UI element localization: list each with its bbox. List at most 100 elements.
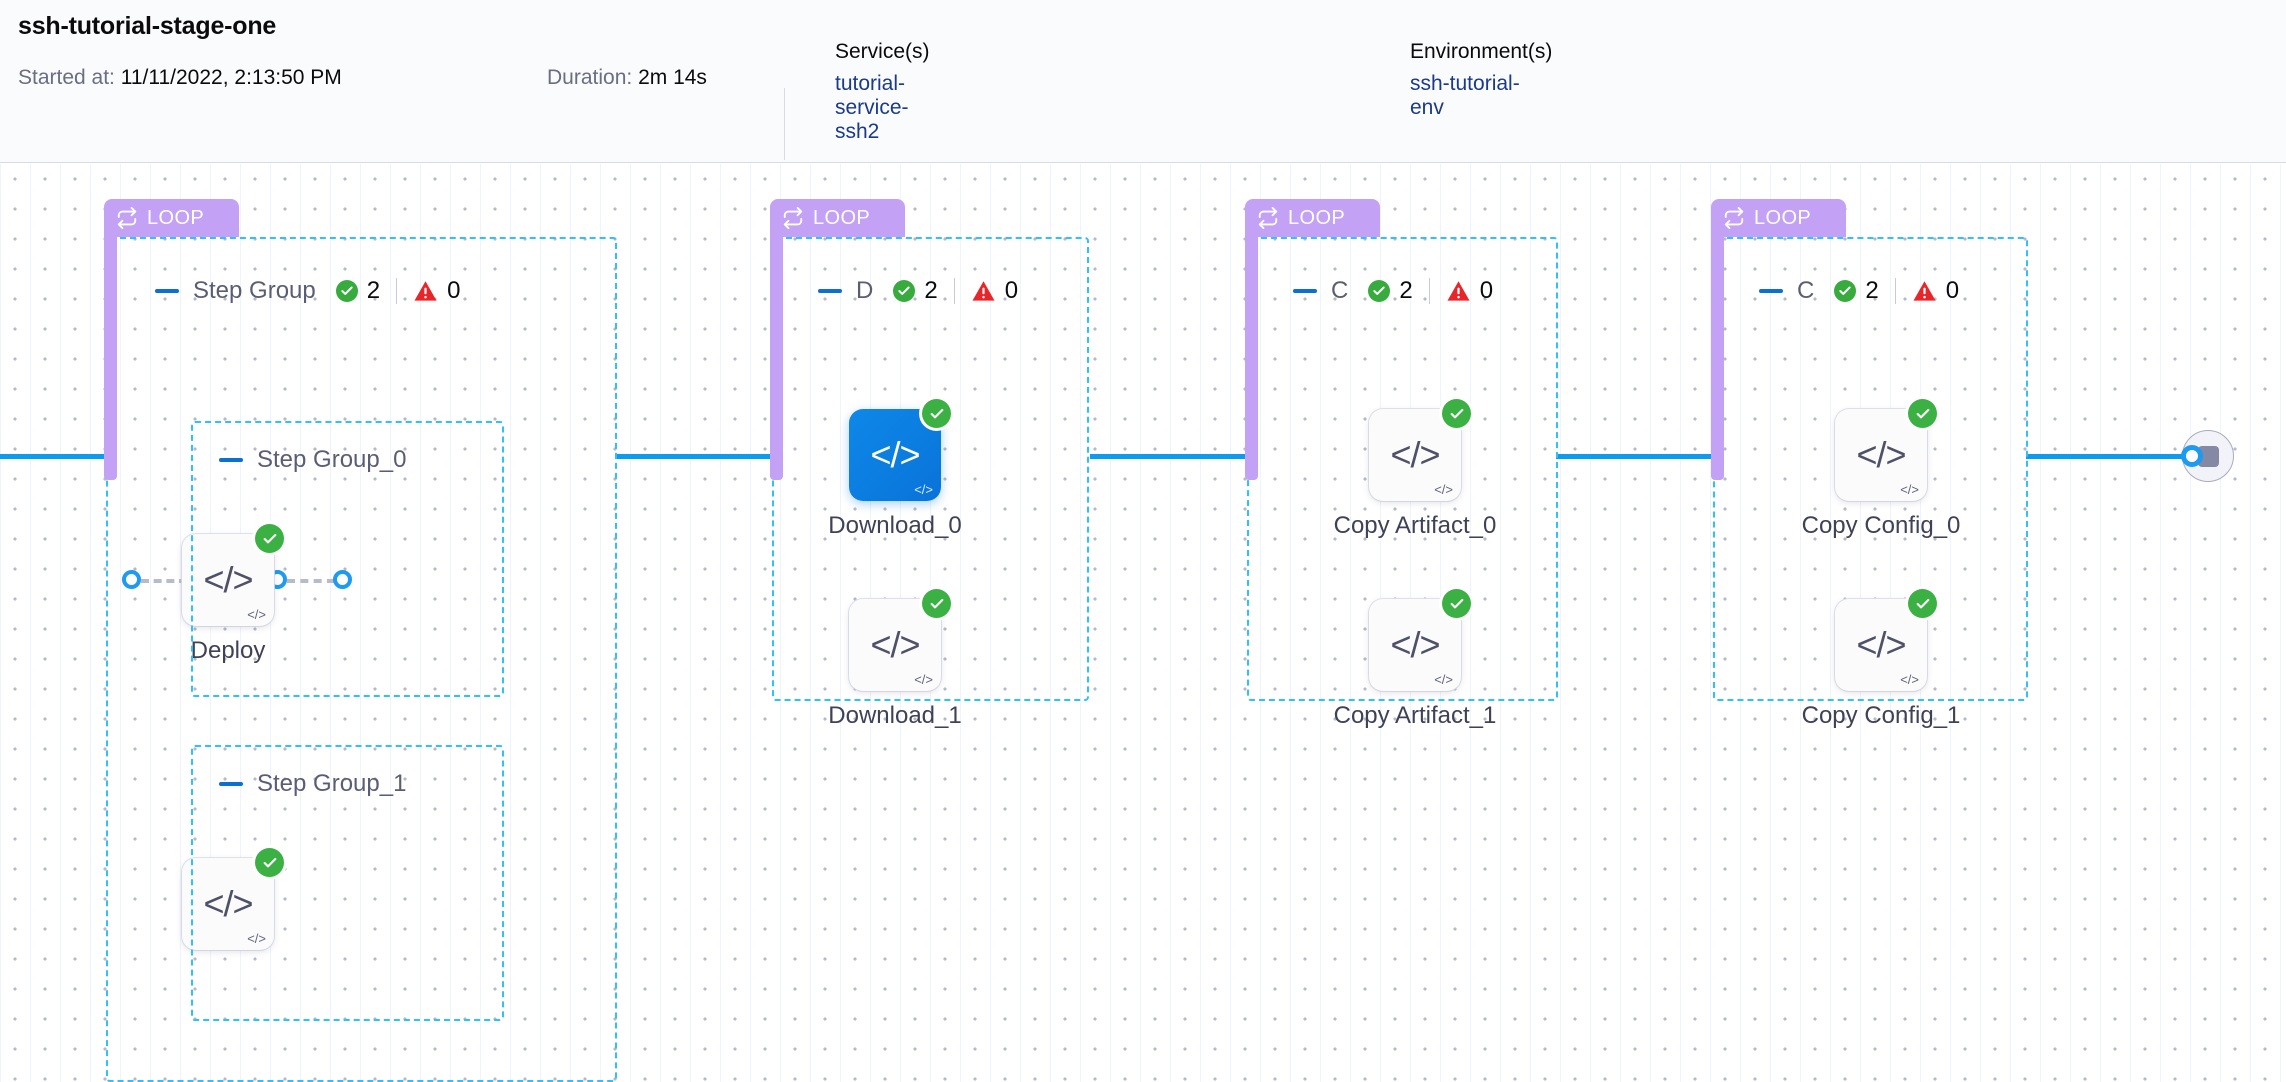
execution-header: ssh-tutorial-stage-one Started at: 11/11… bbox=[0, 0, 2286, 163]
step-node-download-1[interactable]: </> </> Download_1 bbox=[828, 589, 962, 729]
step-node-deploy[interactable]: </> </> Deploy bbox=[182, 524, 284, 664]
group-status: 2 0 bbox=[1368, 277, 1493, 305]
group-title: D bbox=[856, 277, 874, 304]
environments-block: Environment(s) ssh-tutorial-env bbox=[1410, 40, 1552, 120]
loop-badge[interactable]: LOOP bbox=[104, 199, 239, 237]
node-body[interactable]: </> </> bbox=[182, 534, 274, 626]
group-header[interactable]: D 2 0 bbox=[818, 277, 1018, 305]
code-icon: </> bbox=[870, 434, 920, 475]
warning-icon bbox=[1913, 281, 1936, 301]
code-type-icon: </> bbox=[1434, 672, 1453, 687]
collapse-toggle-icon[interactable] bbox=[219, 782, 243, 786]
end-node-port[interactable] bbox=[2181, 445, 2203, 467]
connector-g4-end bbox=[2026, 454, 2192, 459]
loop-icon bbox=[783, 207, 803, 229]
duration-label: Duration: bbox=[547, 66, 633, 89]
code-icon: </> bbox=[203, 559, 253, 600]
group-header[interactable]: C 2 0 bbox=[1759, 277, 1959, 305]
loop-badge[interactable]: LOOP bbox=[1711, 199, 1846, 237]
step-node-copy-config-0[interactable]: </> </> Copy Config_0 bbox=[1802, 399, 1960, 539]
started-at-label: Started at: bbox=[18, 66, 115, 89]
loop-icon bbox=[117, 207, 137, 229]
sub-group-boundary bbox=[191, 745, 504, 1021]
code-icon: </> bbox=[203, 883, 253, 924]
node-body[interactable]: </> </> bbox=[849, 599, 941, 691]
collapse-toggle-icon[interactable] bbox=[155, 289, 179, 293]
loop-icon bbox=[1258, 207, 1278, 229]
status-divider bbox=[396, 278, 398, 304]
group-title: Step Group bbox=[193, 277, 316, 304]
environment-link[interactable]: ssh-tutorial-env bbox=[1410, 72, 1520, 119]
warning-icon bbox=[1447, 281, 1470, 301]
node-body[interactable]: </> </> bbox=[182, 858, 274, 950]
warning-count: 0 bbox=[447, 277, 461, 304]
connector-start bbox=[0, 454, 104, 459]
sub-group-title: Step Group_1 bbox=[257, 770, 407, 797]
sub-group-header[interactable]: Step Group_1 bbox=[219, 770, 406, 798]
group-boundary bbox=[1247, 237, 1558, 701]
warning-count: 0 bbox=[1945, 277, 1960, 304]
port-left-outer[interactable] bbox=[122, 570, 141, 589]
connector-g3-g4 bbox=[1556, 454, 1711, 459]
node-status-success-icon bbox=[255, 524, 284, 553]
node-body[interactable]: </> </> bbox=[1369, 599, 1461, 691]
header-divider bbox=[784, 88, 785, 160]
group-title: C bbox=[1797, 277, 1815, 304]
group-status: 2 0 bbox=[1834, 277, 1959, 305]
step-node-copy-artifact-1[interactable]: </> </> Copy Artifact_1 bbox=[1334, 589, 1496, 729]
group-boundary bbox=[772, 237, 1089, 701]
environments-label: Environment(s) bbox=[1410, 40, 1553, 63]
pipeline-graph-canvas[interactable]: LOOP Step Group 2 0 bbox=[0, 164, 2286, 1082]
step-node-deploy-2[interactable]: </> </> bbox=[182, 848, 284, 950]
started-at-value: 11/11/2022, 2:13:50 PM bbox=[120, 66, 342, 89]
collapse-toggle-icon[interactable] bbox=[219, 458, 243, 462]
node-status-success-icon bbox=[1908, 399, 1937, 428]
success-icon bbox=[1834, 280, 1857, 302]
sub-group-boundary bbox=[191, 421, 504, 697]
group-title: C bbox=[1331, 277, 1349, 304]
loop-badge-label: LOOP bbox=[1754, 207, 1812, 229]
service-link[interactable]: tutorial-service-ssh2 bbox=[835, 72, 909, 143]
node-body[interactable]: </> </> bbox=[1835, 599, 1927, 691]
node-status-success-icon bbox=[1442, 589, 1471, 618]
node-label: Deploy bbox=[190, 637, 266, 664]
loop-badge[interactable]: LOOP bbox=[770, 199, 905, 237]
code-type-icon: </> bbox=[1434, 482, 1453, 497]
collapse-toggle-icon[interactable] bbox=[818, 289, 842, 293]
loop-side-bar bbox=[104, 237, 117, 480]
code-icon: </> bbox=[1856, 434, 1906, 475]
group-header[interactable]: C 2 0 bbox=[1293, 277, 1493, 305]
warning-count: 0 bbox=[1004, 277, 1019, 304]
collapse-toggle-icon[interactable] bbox=[1293, 289, 1317, 293]
node-body[interactable]: </> </> bbox=[849, 409, 941, 501]
success-count: 2 bbox=[924, 277, 938, 304]
step-node-download-0[interactable]: </> </> Download_0 bbox=[828, 399, 962, 539]
loop-side-bar bbox=[770, 237, 783, 480]
node-body[interactable]: </> </> bbox=[1835, 409, 1927, 501]
code-icon: </> bbox=[1390, 434, 1440, 475]
group-boundary bbox=[1713, 237, 2028, 701]
node-status-success-icon bbox=[1442, 399, 1471, 428]
loop-badge[interactable]: LOOP bbox=[1245, 199, 1380, 237]
loop-side-bar bbox=[1245, 237, 1258, 480]
success-count: 2 bbox=[1399, 277, 1413, 304]
group-header[interactable]: Step Group 2 0 bbox=[155, 277, 460, 305]
success-icon bbox=[335, 280, 358, 302]
step-node-copy-artifact-0[interactable]: </> </> Copy Artifact_0 bbox=[1334, 399, 1496, 539]
code-type-icon: </> bbox=[1900, 482, 1919, 497]
page-title: ssh-tutorial-stage-one bbox=[18, 12, 277, 40]
dashed-connector-right bbox=[287, 579, 335, 583]
node-body[interactable]: </> </> bbox=[1369, 409, 1461, 501]
sub-group-header[interactable]: Step Group_0 bbox=[219, 446, 406, 474]
loop-badge-label: LOOP bbox=[813, 207, 871, 229]
code-type-icon: </> bbox=[1900, 672, 1919, 687]
duration-value: 2m 14s bbox=[638, 66, 707, 89]
step-node-copy-config-1[interactable]: </> </> Copy Config_1 bbox=[1802, 589, 1960, 729]
loop-side-bar bbox=[1711, 237, 1724, 480]
node-label: Copy Config_0 bbox=[1801, 512, 1961, 539]
status-divider bbox=[1428, 278, 1430, 304]
code-type-icon: </> bbox=[914, 482, 933, 497]
port-right-outer[interactable] bbox=[333, 570, 352, 589]
loop-icon bbox=[1724, 207, 1744, 229]
collapse-toggle-icon[interactable] bbox=[1759, 289, 1783, 293]
